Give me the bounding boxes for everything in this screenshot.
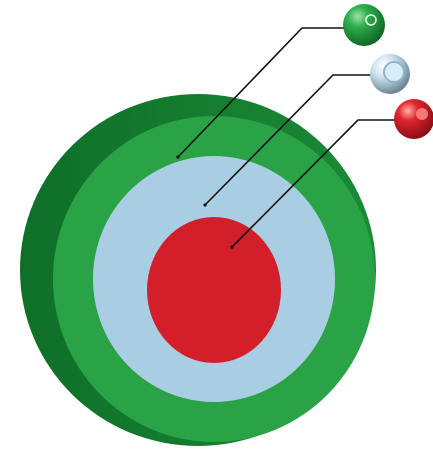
callout-markers	[343, 4, 433, 139]
marker-green-ball	[343, 4, 385, 46]
marker-red-ball	[394, 99, 433, 139]
blue-ball-highlight	[384, 62, 404, 82]
target-front	[53, 116, 375, 442]
red-ball-icon	[394, 99, 433, 139]
anchor-dot-outer	[176, 155, 179, 158]
anchor-dot-inner	[230, 245, 233, 248]
marker-blue-ball	[370, 54, 410, 94]
anchor-dot-middle	[203, 203, 206, 206]
red-ball-highlight	[416, 108, 428, 120]
inner-core	[147, 217, 281, 363]
green-ball-icon	[343, 4, 385, 46]
